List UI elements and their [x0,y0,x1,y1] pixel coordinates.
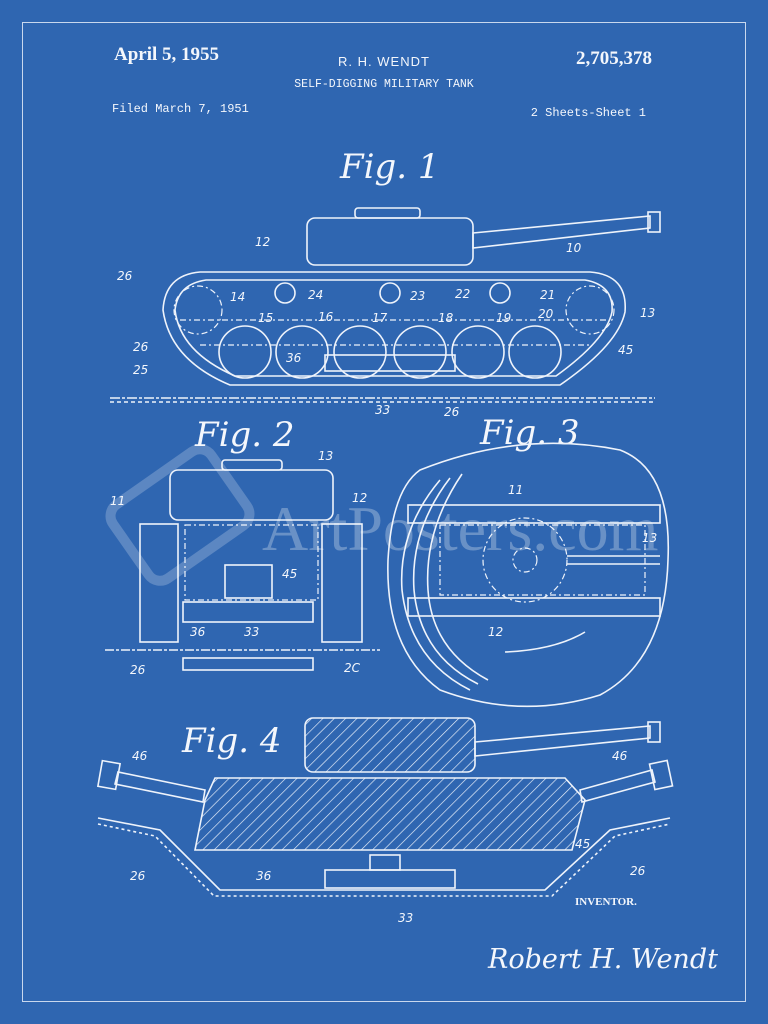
ref-numeral: 36 [286,351,302,365]
ref-numeral: 12 [352,491,367,505]
ref-numeral: 33 [375,403,390,417]
fig2-label: Fig. 2 [194,415,294,455]
ref-numeral: 18 [438,311,454,325]
ref-numeral: 25 [133,363,148,377]
inventor-name: R. H. WENDT [338,54,430,69]
ref-numeral: 26 [630,864,646,878]
ref-numeral: 26 [444,405,460,419]
sheet-count: 2 Sheets-Sheet 1 [530,106,646,120]
ref-numeral: 45 [282,567,297,581]
ref-numeral: 26 [117,269,133,283]
ref-numeral: 26 [130,869,146,883]
figure-4: Fig. 4 46 46 45 26 26 36 33 [96,717,674,925]
ref-numeral: 46 [132,749,148,763]
ref-numeral: 2C [344,661,361,675]
fig4-label: Fig. 4 [181,721,281,761]
ref-numeral: 45 [618,343,633,357]
filed-date: Filed March 7, 1951 [112,102,249,116]
ref-numeral: 10 [566,241,582,255]
ref-numeral: 45 [575,837,590,851]
ref-numeral: 14 [230,290,245,304]
ref-numeral: 36 [190,625,206,639]
patent-date: April 5, 1955 [114,44,220,65]
ref-numeral: 11 [508,483,523,497]
figure-3: Fig. 3 11 13 12 [387,413,670,708]
watermark: ArtPosters.com [105,444,658,586]
ref-numeral: 22 [455,287,470,301]
ref-numeral: 20 [538,307,554,321]
ref-numeral: 19 [496,311,511,325]
ref-numeral: 13 [642,531,657,545]
fig3-label: Fig. 3 [479,413,579,453]
ref-numeral: 24 [308,288,323,302]
ref-numeral: 33 [398,911,413,925]
ref-numeral: 15 [258,311,273,325]
ref-numeral: 36 [256,869,272,883]
ref-numeral: 12 [488,625,503,639]
ref-numeral: 33 [244,625,259,639]
patent-title: SELF-DIGGING MILITARY TANK [294,78,474,91]
sheet-border [22,22,746,1002]
ref-numeral: 13 [318,449,333,463]
inventor-signature: Robert H. Wendt [487,944,718,975]
ref-numeral: 16 [318,310,334,324]
ref-numeral: 23 [410,289,425,303]
patent-number: 2,705,378 [576,48,652,69]
figure-2: Fig. 2 13 11 12 45 36 33 26 2C [105,415,380,677]
ref-numeral: 13 [640,306,655,320]
ref-numeral: 46 [612,749,628,763]
fig1-label: Fig. 1 [339,147,439,187]
inventor-caption: INVENTOR. [575,896,637,908]
ref-numeral: 11 [110,494,125,508]
watermark-text: ArtPosters.com [262,493,658,564]
ref-numeral: 21 [540,288,555,302]
figure-1: Fig. 1 12 10 26 14 24 23 22 21 13 15 16 … [110,147,661,419]
ref-numeral: 17 [372,311,388,325]
ref-numeral: 26 [133,340,149,354]
ref-numeral: 26 [130,663,146,677]
ref-numeral: 12 [255,235,270,249]
